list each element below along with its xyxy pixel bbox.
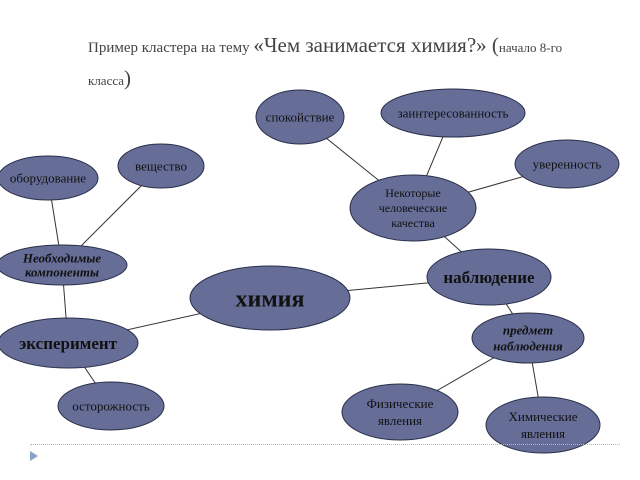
node-interest-ellipse (380, 88, 526, 138)
node-caution: осторожность (57, 381, 165, 431)
title-prefix: Пример кластера на тему (88, 40, 254, 56)
node-qualities-ellipse (349, 174, 477, 242)
title-paren-close: ) (124, 66, 132, 90)
node-physical-label-0: Физические (367, 396, 434, 411)
node-components-label-1: компоненты (25, 265, 99, 280)
node-chemical-ellipse (485, 396, 601, 454)
node-experiment-ellipse (0, 317, 139, 369)
node-equipment-label-0: оборудование (10, 171, 86, 186)
node-equipment-ellipse (0, 155, 99, 201)
footer-divider (30, 444, 620, 445)
node-subject-label-1: наблюдения (493, 339, 563, 354)
node-chemistry-label-0: химия (236, 286, 305, 312)
node-observation-ellipse (426, 248, 552, 306)
node-calm: спокойствие (255, 89, 345, 145)
node-calm-ellipse (255, 89, 345, 145)
node-physical-ellipse (341, 383, 459, 441)
cluster-nodes: спокойствие заинтересованность уверенность… (0, 88, 620, 454)
node-interest-label-0: заинтересованность (398, 106, 509, 121)
node-subject-ellipse (471, 312, 585, 364)
node-equipment: оборудование (0, 155, 99, 201)
node-experiment: эксперимент (0, 317, 139, 369)
node-confidence-ellipse (514, 139, 620, 189)
title-note-line1: начало 8-го (498, 40, 563, 55)
node-qualities-label-0: Некоторые (385, 186, 441, 200)
node-chemical-label-0: Химические (509, 409, 578, 424)
node-chemistry-ellipse (189, 265, 351, 331)
node-caution-label-0: осторожность (72, 399, 149, 414)
slide-title: Пример кластера на тему «Чем занимается … (88, 30, 628, 96)
node-observation: наблюдение (426, 248, 552, 306)
title-note-line2: класса (88, 73, 125, 88)
node-substance: вещество (117, 143, 205, 189)
node-experiment-label-0: эксперимент (19, 334, 118, 353)
node-observation-label-0: наблюдение (443, 268, 535, 287)
node-calm-label-0: спокойствие (266, 110, 335, 125)
node-chemical-label-1: явления (521, 426, 565, 441)
title-paren-open: ( (486, 33, 499, 57)
node-confidence-label-0: уверенность (533, 157, 602, 172)
node-physical-label-1: явления (378, 413, 422, 428)
node-subject-label-0: предмет (503, 323, 553, 338)
node-substance-label-0: вещество (135, 159, 187, 174)
node-confidence: уверенность (514, 139, 620, 189)
node-caution-ellipse (57, 381, 165, 431)
node-interest: заинтересованность (380, 88, 526, 138)
slide-nav-arrow-icon[interactable] (30, 451, 38, 461)
node-components-label-0: Необходимые (22, 251, 102, 266)
node-chemical: Химические явления (485, 396, 601, 454)
node-substance-ellipse (117, 143, 205, 189)
node-qualities-label-2: качества (391, 216, 435, 230)
node-physical: Физические явления (341, 383, 459, 441)
node-qualities-label-1: человеческие (379, 201, 448, 215)
title-main: «Чем занимается химия?» (253, 33, 487, 57)
node-components-ellipse (0, 244, 128, 286)
node-chemistry: химия (189, 265, 351, 331)
